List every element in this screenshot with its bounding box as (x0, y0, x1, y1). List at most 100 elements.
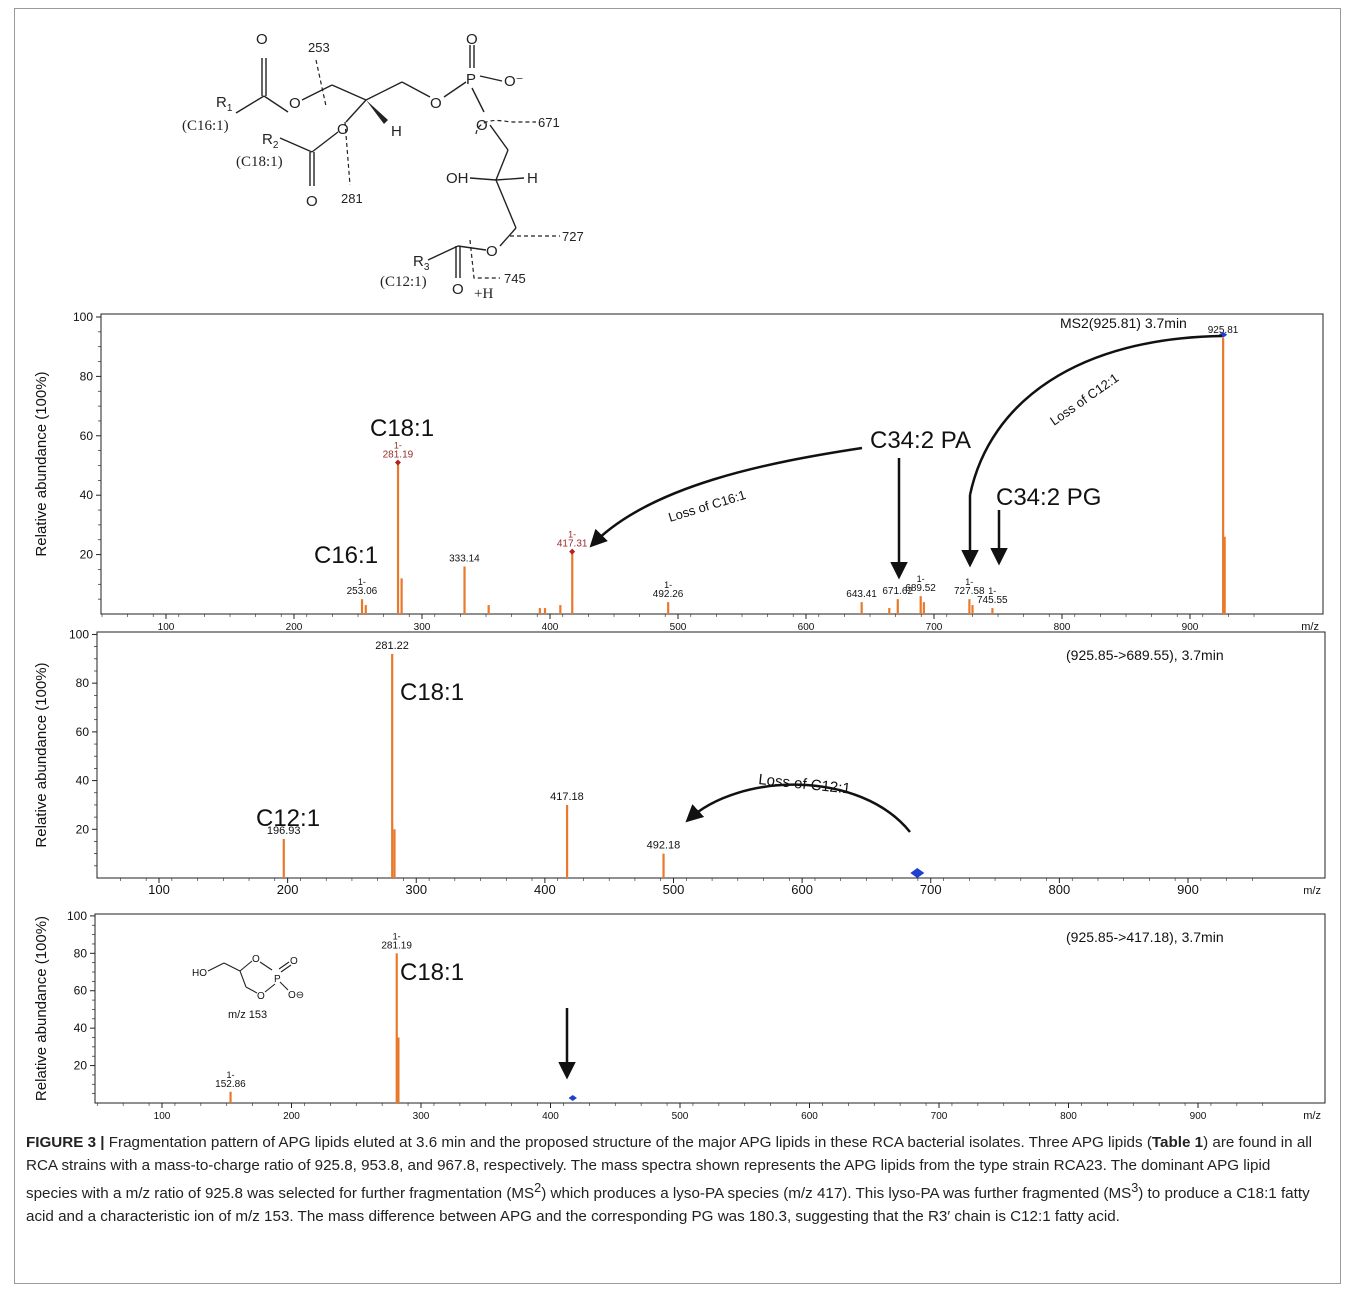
ion-mz-label: m/z 153 (228, 1009, 267, 1021)
peak-mz-label: 152.86 (215, 1079, 246, 1090)
peak-mz-label: 333.14 (449, 553, 480, 564)
x-tick-label: 800 (1054, 622, 1071, 633)
h-center: H (391, 123, 402, 140)
peak-mz-label: 196.93 (267, 825, 301, 837)
x-unit-label: m/z (1301, 621, 1319, 633)
figure-frame (14, 8, 1341, 1284)
o-sn2: O (337, 121, 349, 138)
peak-bar (400, 578, 403, 614)
o-top2: O (466, 31, 478, 48)
x-tick-label: 400 (534, 882, 556, 897)
o-top1: O (256, 31, 268, 48)
x-tick-label: 200 (286, 622, 303, 633)
peak-bar (397, 1037, 400, 1103)
y-tick-label: 80 (74, 946, 88, 960)
caption-table-ref[interactable]: Table 1 (1151, 1134, 1204, 1151)
frag-281: 281 (341, 191, 363, 206)
peak-charge-label: 1- (664, 580, 672, 590)
label-c121-b: C12:1 (256, 805, 320, 832)
x-tick-label: 400 (542, 1111, 559, 1122)
peak-marker (569, 548, 576, 555)
caption-text-3: ) which produces a lyso-PA species (m/z … (541, 1185, 1132, 1203)
y-tick-label: 60 (74, 984, 88, 998)
peak-bar (543, 608, 547, 614)
peak-mz-label: 281.22 (375, 640, 409, 652)
plot-area (94, 913, 1326, 1104)
peak-bar (396, 462, 400, 614)
peak-bar (1223, 536, 1226, 614)
peak-bar (896, 599, 899, 614)
spectrum-title: MS2(925.81) 3.7min (1060, 315, 1187, 331)
o-minus: O⁻ (504, 73, 524, 90)
y-axis-label: Relative abundance (100%) (33, 371, 50, 556)
peak-bar (282, 839, 285, 878)
peak-charge-label: 1- (226, 1070, 234, 1080)
x-tick-label: 800 (1049, 882, 1071, 897)
peak-mz-label: 745.55 (977, 595, 1008, 606)
peak-bar (860, 602, 863, 614)
frag-671: 671 (538, 115, 560, 130)
plot-area (100, 313, 1324, 615)
peak-bar (971, 605, 974, 614)
peak-mz-label: 671.62 (882, 586, 913, 597)
peak-bar (463, 566, 466, 614)
y-tick-label: 40 (76, 774, 90, 788)
peak-bar (662, 853, 665, 878)
x-tick-label: 600 (801, 1111, 818, 1122)
peak-bar (991, 608, 994, 614)
arrow-loss-c161 (589, 446, 863, 548)
peak-bar (395, 953, 398, 1103)
apg-structure: O O O O P O⁻ O O O H OH H O O R1 R2 R3 (… (182, 31, 584, 302)
ion-ho: HO (192, 968, 207, 979)
o-link: O (430, 95, 442, 112)
peak-charge-label: 1- (568, 530, 576, 540)
oh-group: OH (446, 170, 469, 187)
label-c181-b: C18:1 (400, 679, 464, 706)
peak-bar (391, 653, 394, 878)
peak-mz-label: 492.26 (653, 589, 684, 600)
peak-bar (968, 599, 971, 614)
y-tick-label: 100 (73, 310, 93, 324)
peak-charge-label: 1- (988, 586, 996, 596)
peak-mz-label: 417.18 (550, 791, 584, 803)
x-tick-label: 900 (1177, 882, 1199, 897)
o-ester1: O (289, 95, 301, 112)
y-tick-label: 40 (74, 1021, 88, 1035)
caption-text-4: ) to produce a C18:1 fatty acid and a ch… (26, 1185, 1310, 1225)
chain-c121: (C12:1) (380, 274, 427, 290)
y-axis-label: Relative abundance (100%) (33, 662, 50, 847)
peak-bar (364, 605, 367, 614)
o-r3-carbonyl: O (452, 281, 464, 298)
peak-bar (559, 605, 562, 614)
y-tick-label: 100 (67, 909, 87, 923)
spectrum-title: (925.85->417.18), 3.7min (1066, 929, 1224, 945)
peak-bar (1222, 337, 1225, 614)
y-tick-label: 60 (80, 429, 94, 443)
label-c181: C18:1 (370, 415, 434, 442)
peak-bar (919, 596, 922, 614)
x-tick-label: 900 (1190, 1111, 1207, 1122)
peak-mz-label: 281.19 (381, 940, 412, 951)
ion-ominus: O⊖ (288, 990, 304, 1001)
peak-marker (394, 459, 401, 466)
x-tick-label: 100 (154, 1111, 171, 1122)
x-tick-label: 200 (283, 1111, 300, 1122)
y-tick-label: 100 (69, 627, 89, 641)
ion-p: P (274, 974, 281, 985)
ion-153-structure (207, 960, 292, 994)
o-sn2-carbonyl: O (306, 193, 318, 210)
label-c342pa: C34:2 PA (870, 427, 971, 454)
peak-bar (538, 608, 541, 614)
x-unit-label: m/z (1303, 885, 1321, 897)
h-glycerol: H (527, 170, 538, 187)
arrow-loss-c121-arc (968, 334, 1223, 496)
x-tick-label: 300 (414, 622, 431, 633)
chain-c181: (C18:1) (236, 154, 283, 170)
y-tick-label: 20 (76, 822, 90, 836)
y-tick-label: 80 (76, 676, 90, 690)
y-tick-label: 60 (76, 725, 90, 739)
peak-bar (667, 602, 670, 614)
x-tick-label: 900 (1182, 622, 1199, 633)
